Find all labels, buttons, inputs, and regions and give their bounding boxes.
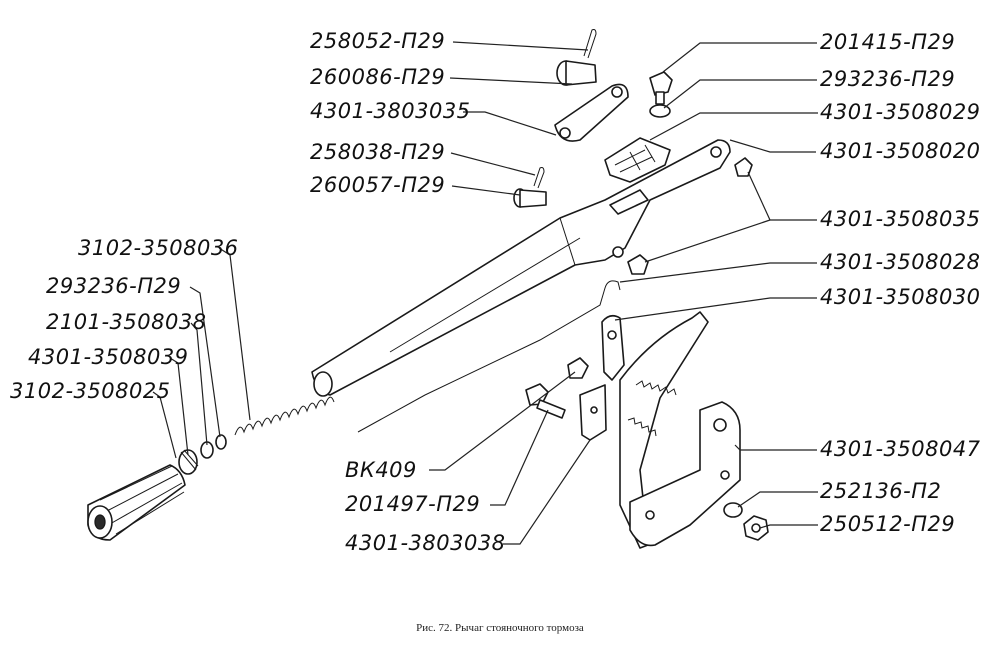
bolt-201415 [649, 71, 673, 105]
coil-spring [234, 396, 335, 436]
label-250512: 250512-П29 [820, 512, 955, 536]
label-4301-3508030: 4301-3508030 [820, 285, 981, 309]
label-252136: 252136-П2 [820, 479, 941, 503]
label-4301-3508035: 4301-3508035 [820, 207, 981, 231]
cotter-pin-258052 [583, 29, 597, 59]
label-2101-3508038: 2101-3508038 [46, 310, 207, 334]
leader-lines [152, 41, 818, 545]
label-bk409: ВК409 [345, 458, 417, 482]
pawl [601, 314, 625, 381]
pull-rod [357, 280, 621, 433]
ratchet-clip [604, 137, 671, 183]
label-258038: 258038-П29 [310, 140, 445, 164]
part-labels: 258052-П29 260086-П29 4301-3803035 25803… [10, 29, 981, 555]
mounting-bracket [579, 384, 607, 441]
label-3102-3508025: 3102-3508025 [10, 379, 171, 403]
label-201415: 201415-П29 [820, 30, 955, 54]
pin-260086 [556, 60, 597, 86]
nut-4301-3508035-upper [734, 157, 753, 177]
label-4301-3508028: 4301-3508028 [820, 250, 981, 274]
figure-caption: Рис. 72. Рычаг стояночного тормоза [416, 622, 584, 634]
label-4301-3508029: 4301-3508029 [820, 100, 981, 124]
ratchet-sector [619, 311, 741, 549]
label-260086: 260086-П29 [310, 65, 445, 89]
bolt-201497 [525, 383, 566, 419]
washer-252136 [723, 502, 743, 518]
label-293236-left: 293236-П29 [46, 274, 181, 298]
nut-4301-3508035-lower [627, 254, 649, 275]
washer-293236-right [649, 104, 671, 118]
lever-body [311, 139, 731, 397]
pin-260057 [513, 188, 547, 208]
label-4301-3508039: 4301-3508039 [28, 345, 189, 369]
label-201497: 201497-П29 [345, 492, 480, 516]
label-4301-3508047: 4301-3508047 [820, 437, 981, 461]
label-3102-3508036: 3102-3508036 [78, 236, 239, 260]
label-4301-3803035: 4301-3803035 [310, 99, 471, 123]
label-293236-right: 293236-П29 [820, 67, 955, 91]
link-plate [554, 83, 629, 142]
label-4301-3803038: 4301-3803038 [345, 531, 506, 555]
handle-grip [87, 464, 186, 541]
washer-293236-left [215, 434, 227, 450]
label-260057: 260057-П29 [310, 173, 445, 197]
cotter-pin-258038 [533, 167, 545, 189]
exploded-diagram: 258052-П29 260086-П29 4301-3803035 25803… [10, 29, 981, 555]
label-4301-3508020: 4301-3508020 [820, 139, 981, 163]
push-button [178, 449, 199, 475]
nut-250512 [743, 515, 769, 541]
label-258052: 258052-П29 [310, 29, 445, 53]
